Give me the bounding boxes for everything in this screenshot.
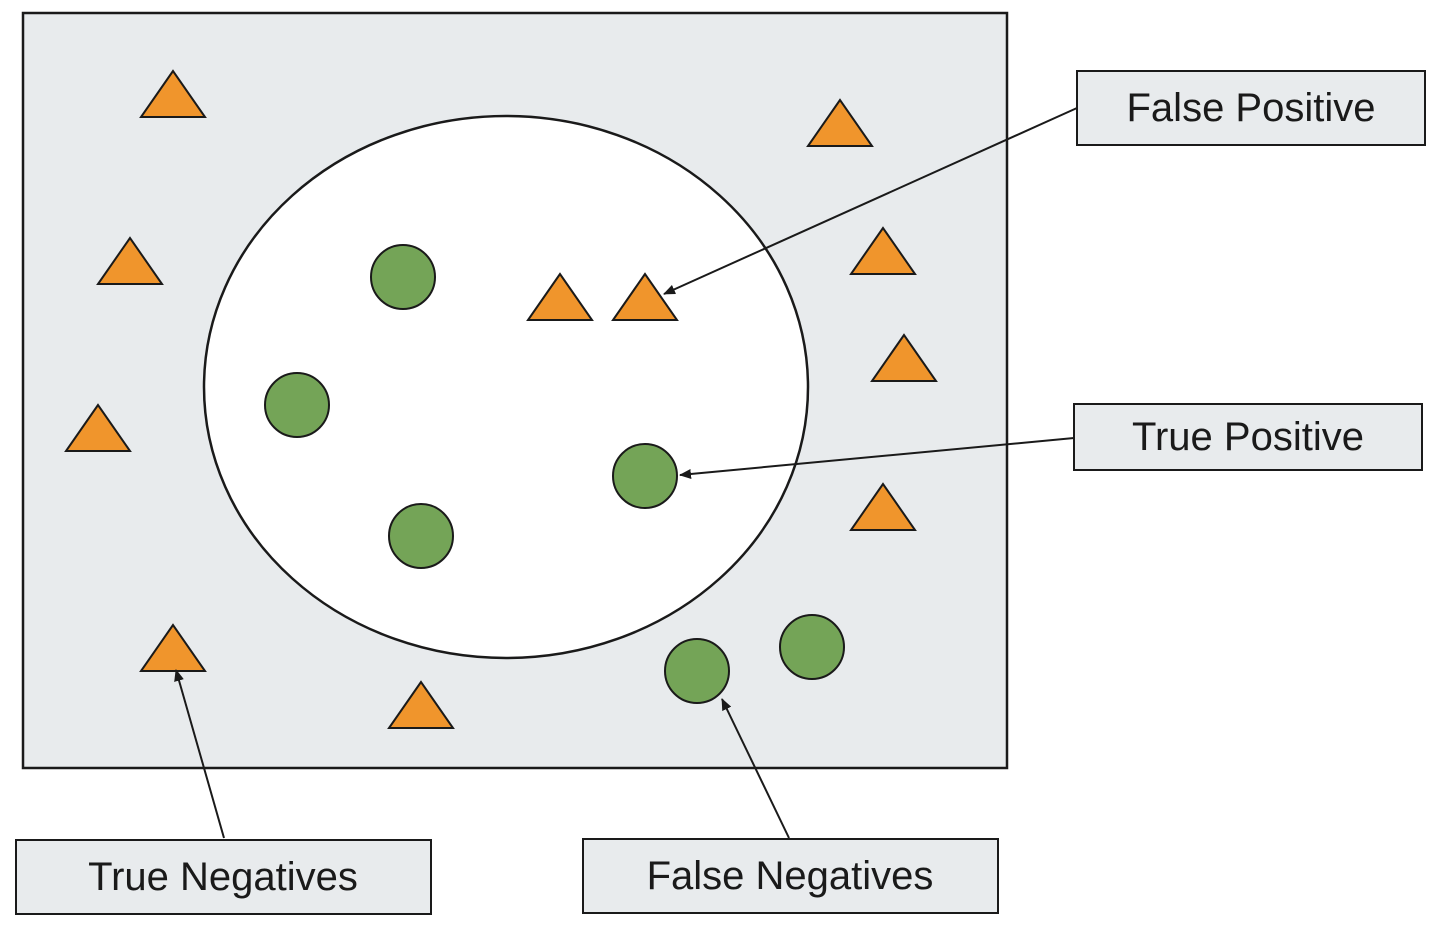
circle-icon (779, 614, 845, 680)
positive-items (264, 244, 845, 704)
negative-items (64, 69, 938, 729)
true-negatives-label: True Negatives (15, 839, 432, 915)
triangle-icon (96, 236, 164, 285)
true-positive-text: True Positive (1132, 415, 1364, 459)
false-positive-label: False Positive (1076, 70, 1426, 146)
triangle-icon (64, 403, 132, 452)
circle-icon (370, 244, 436, 310)
triangle-icon (849, 226, 917, 275)
triangle-icon (870, 333, 938, 382)
true-positive-arrow (679, 437, 1075, 479)
circle-icon (664, 638, 730, 704)
false-positive-text: False Positive (1127, 86, 1376, 130)
triangle-icon (526, 272, 594, 321)
false-negatives-text: False Negatives (647, 854, 934, 898)
true-positive-label: True Positive (1073, 403, 1423, 471)
triangle-icon (806, 98, 874, 147)
triangle-icon (139, 69, 207, 118)
circle-icon (612, 443, 678, 509)
circle-icon (388, 503, 454, 569)
true-negatives-text: True Negatives (88, 855, 358, 899)
false-negatives-label: False Negatives (582, 838, 999, 914)
true-negatives-arrow (174, 669, 225, 839)
circle-icon (264, 372, 330, 438)
triangle-icon (611, 272, 679, 321)
triangle-icon (139, 623, 207, 672)
triangle-icon (387, 680, 455, 729)
triangle-icon (849, 482, 917, 531)
false-negatives-arrow (721, 698, 790, 839)
false-positive-arrow (663, 107, 1078, 295)
selected-region (202, 114, 810, 660)
